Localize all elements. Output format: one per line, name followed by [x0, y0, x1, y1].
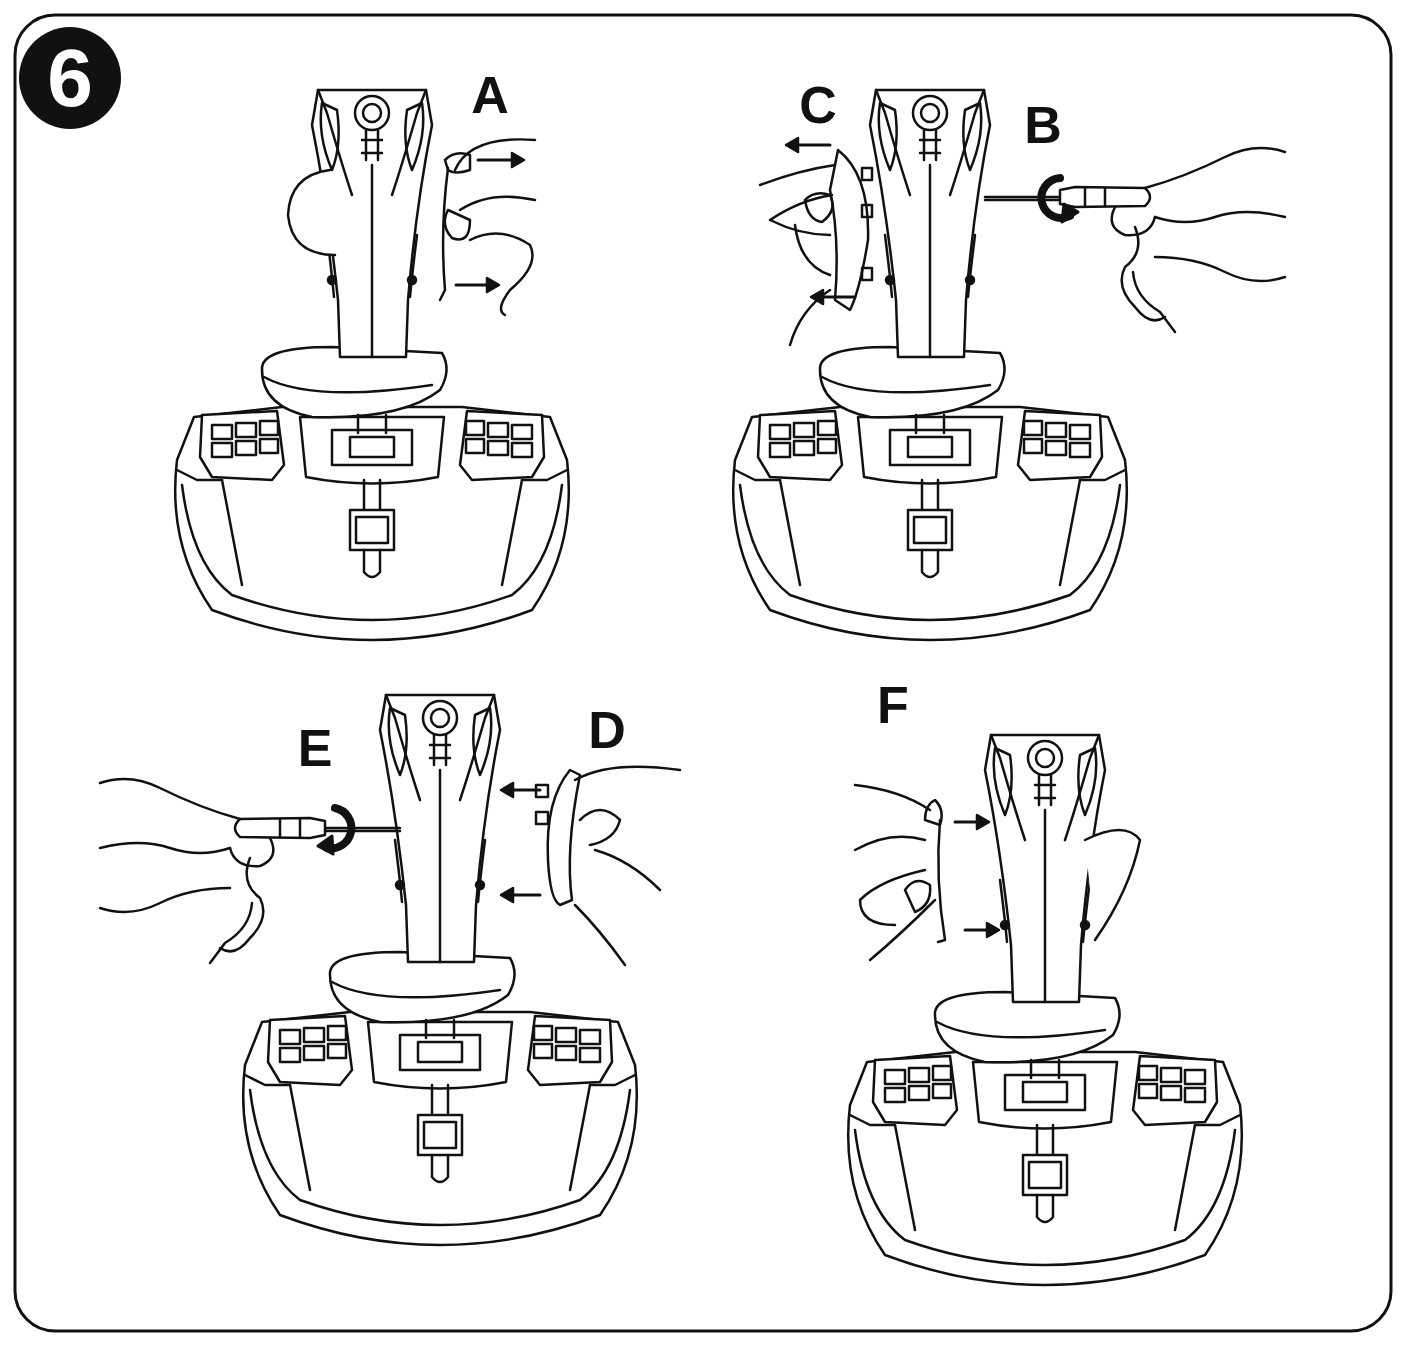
- step-number: 6: [18, 26, 122, 130]
- step-letter: A: [471, 69, 509, 121]
- step-letter: E: [298, 722, 333, 774]
- step-letter: C: [799, 79, 837, 131]
- step-letter: D: [588, 704, 626, 756]
- step-badge: 6: [18, 26, 122, 130]
- step-letter: F: [877, 679, 909, 731]
- step-letter: B: [1024, 99, 1062, 151]
